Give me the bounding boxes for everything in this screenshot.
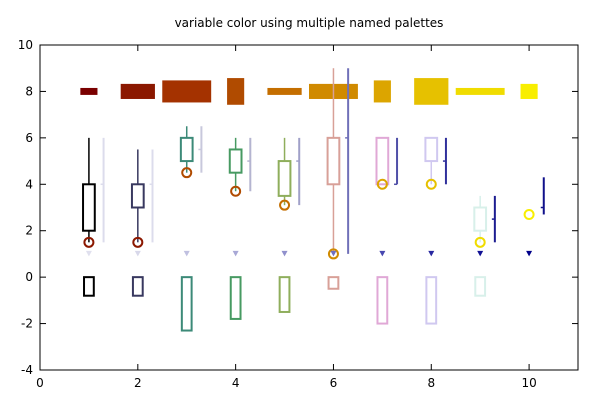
- candle-body: [473, 206, 488, 232]
- triangle-point: [281, 250, 288, 257]
- triangle-point: [477, 250, 484, 257]
- circle-point: [523, 208, 535, 220]
- candle-body: [82, 183, 96, 232]
- y-tick-label: 0: [25, 270, 33, 284]
- triangle-point: [330, 250, 337, 257]
- chart-title: variable color using multiple named pale…: [175, 16, 444, 30]
- circle-point: [83, 236, 95, 248]
- filled-box: [80, 87, 98, 95]
- outline-box: [278, 276, 291, 313]
- triangle-point: [183, 250, 190, 257]
- candle-body: [375, 136, 390, 186]
- filled-box: [227, 78, 245, 105]
- circle-point: [279, 199, 291, 211]
- candle-body: [424, 136, 439, 163]
- outline-box: [131, 276, 144, 297]
- candle-body: [130, 183, 145, 209]
- y-tick-label: 4: [25, 177, 33, 191]
- outline-box: [327, 276, 340, 290]
- x-tick-label: 8: [427, 376, 435, 390]
- plot-marks: [80, 68, 545, 332]
- x-tick-label: 0: [36, 376, 44, 390]
- circle-point: [230, 185, 242, 197]
- filled-box: [520, 83, 538, 99]
- circle-point: [474, 236, 486, 248]
- x-tick-label: 2: [134, 376, 142, 390]
- circle-point: [327, 248, 339, 260]
- y-tick-label: 6: [25, 131, 33, 145]
- x-tick-label: 10: [521, 376, 536, 390]
- outline-box: [425, 276, 438, 325]
- x-tick-label: 4: [232, 376, 240, 390]
- plot-frame: [39, 44, 579, 371]
- triangle-point: [232, 250, 239, 257]
- filled-box: [373, 80, 391, 103]
- circle-point: [425, 178, 437, 190]
- outline-box: [376, 276, 389, 325]
- filled-box: [267, 87, 302, 95]
- y-tick-label: -4: [21, 363, 33, 377]
- triangle-point: [134, 250, 141, 257]
- triangle-point: [379, 250, 386, 257]
- circle-point: [181, 167, 193, 179]
- y-tick-label: -2: [21, 317, 33, 331]
- y-tick-label: 8: [25, 84, 33, 98]
- x-tick-label: 6: [330, 376, 338, 390]
- triangle-point: [428, 250, 435, 257]
- circle-point: [132, 236, 144, 248]
- outline-box: [83, 276, 95, 297]
- axes: 0 2 4 6 8 10 -4 -2 0 2 4 6 8 10: [18, 38, 579, 390]
- y-tick-label: 10: [18, 38, 33, 52]
- outline-box: [180, 276, 193, 332]
- candle-body: [228, 148, 243, 174]
- candle-body: [326, 136, 341, 186]
- triangle-point: [85, 250, 92, 257]
- circle-point: [376, 178, 388, 190]
- filled-box: [414, 78, 449, 105]
- outline-box: [229, 276, 242, 320]
- filled-box: [455, 87, 505, 95]
- outline-box: [474, 276, 487, 297]
- filled-box: [162, 80, 212, 103]
- candle-body: [179, 136, 194, 163]
- triangle-point: [526, 250, 533, 257]
- candle-body: [277, 160, 292, 197]
- y-tick-label: 2: [25, 224, 33, 238]
- filled-box: [120, 83, 155, 99]
